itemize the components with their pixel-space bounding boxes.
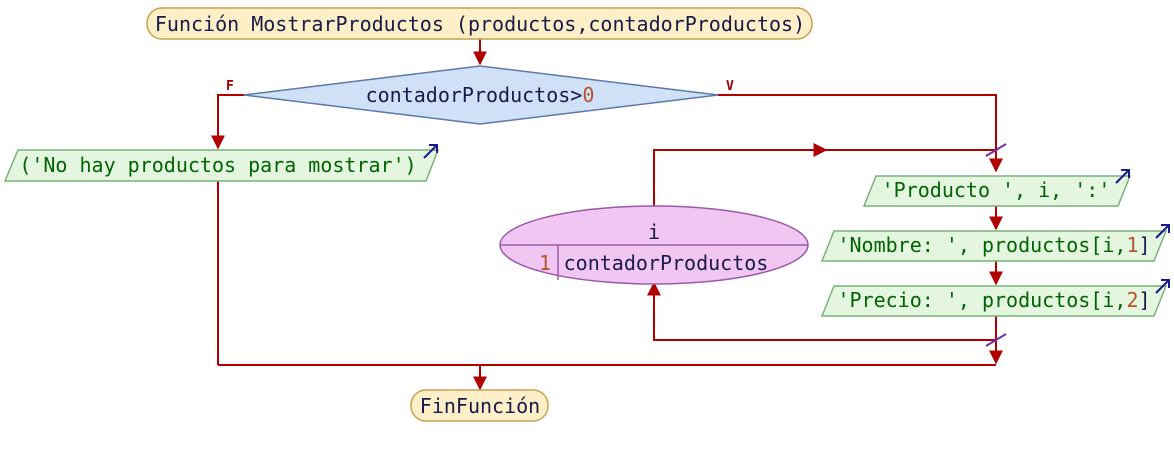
loop-entry-tick — [985, 143, 1007, 157]
loop-exit-tick — [985, 333, 1007, 347]
arrow-true-branch — [718, 94, 1003, 173]
output-precio-index: 2 — [1126, 288, 1138, 312]
function-header-text: Función MostrarProductos (productos,cont… — [155, 12, 805, 36]
output-no-products-box — [3, 149, 440, 182]
decision-diamond — [243, 65, 719, 125]
output-no-products-text: ('No hay productos para mostrar') — [19, 153, 416, 177]
loop-start: 1 — [539, 251, 551, 275]
function-header-box — [146, 7, 813, 40]
loop-variable: i — [648, 220, 660, 244]
output-no-products: ('No hay productos para mostrar') — [3, 144, 440, 182]
end-box — [410, 389, 549, 422]
output-nombre-box — [820, 230, 1168, 262]
decision-var: contadorProductos — [366, 83, 571, 107]
output-arrow-icon-head — [1161, 224, 1170, 233]
connectors — [211, 39, 1007, 391]
arrow-false-branch — [211, 94, 244, 150]
output-nombre-text: 'Nombre: ', productos[i,1] — [837, 233, 1150, 257]
decision-op: > — [570, 83, 582, 107]
decision-node: contadorProductos>0 F V — [226, 65, 734, 125]
output-precio: 'Precio: ', productos[i,2] — [820, 279, 1170, 317]
output-nombre-index: 1 — [1126, 233, 1138, 257]
line-loop-to-body — [653, 149, 996, 206]
output-arrow-icon — [1155, 225, 1169, 239]
false-label: F — [226, 79, 234, 94]
function-header: Función MostrarProductos (productos,cont… — [146, 7, 813, 40]
function-params: (productos,contadorProductos) — [456, 12, 805, 36]
output-producto: 'Producto ', i, ':' — [862, 169, 1132, 207]
output-nombre-suffix: ] — [1138, 233, 1150, 257]
output-nombre-prefix: 'Nombre: ', productos[i, — [837, 233, 1126, 257]
output-arrow-icon-head — [1121, 169, 1130, 178]
output-producto-prefix: 'Producto ', i, ':' — [882, 178, 1111, 202]
function-keyword: Función — [155, 12, 239, 36]
output-arrow-icon — [423, 145, 437, 159]
loop-end: contadorProductos — [564, 251, 769, 275]
output-arrow-icon-head — [429, 144, 438, 153]
output-precio-box — [820, 285, 1168, 317]
output-producto-box — [862, 175, 1132, 207]
output-arrow-icon — [1155, 280, 1169, 294]
output-precio-prefix: 'Precio: ', productos[i, — [837, 288, 1126, 312]
decision-value: 0 — [582, 83, 594, 107]
output-precio-text: 'Precio: ', productos[i,2] — [837, 288, 1150, 312]
arrow-loop-back — [647, 281, 996, 341]
function-name: MostrarProductos — [251, 12, 444, 36]
end-node: FinFunción — [410, 389, 549, 422]
output-arrow-icon — [1115, 170, 1129, 184]
decision-condition: contadorProductos>0 — [366, 83, 595, 107]
output-nombre: 'Nombre: ', productos[i,1] — [820, 224, 1170, 262]
output-producto-text: 'Producto ', i, ':' — [882, 178, 1111, 202]
output-precio-suffix: ] — [1138, 288, 1150, 312]
loop-node: i 1 contadorProductos — [499, 205, 809, 285]
end-label: FinFunción — [420, 394, 540, 418]
true-label: V — [726, 79, 734, 94]
output-arrow-icon-head — [1161, 279, 1170, 288]
